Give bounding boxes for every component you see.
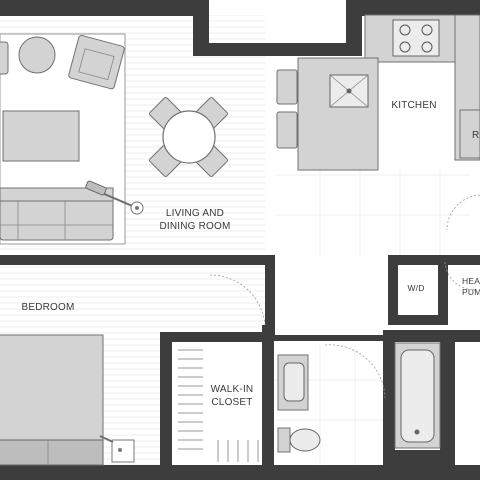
nightstand xyxy=(99,435,135,463)
closet-label: CLOSET xyxy=(211,397,252,408)
closet-label: WALK-IN xyxy=(211,384,254,395)
bathroom-fixtures xyxy=(277,342,441,453)
floor-lamp xyxy=(85,180,144,215)
living-room-label: LIVING AND xyxy=(166,208,224,219)
armchair xyxy=(68,34,125,90)
kitchen-island xyxy=(297,57,379,171)
kitchen-edge-label: R xyxy=(472,130,479,141)
closet-hangers xyxy=(178,349,259,462)
washer-dryer-label: W/D xyxy=(407,283,424,293)
kitchen-label: KITCHEN xyxy=(391,100,436,111)
bedroom-furniture xyxy=(0,334,135,466)
dining-set xyxy=(149,97,228,177)
bathtub xyxy=(394,342,441,449)
sofa xyxy=(0,187,114,241)
kitchen-fixtures: R xyxy=(276,14,480,231)
bedroom-label: BEDROOM xyxy=(21,302,74,313)
stove xyxy=(392,19,440,57)
vanity-sink xyxy=(277,354,309,411)
living-room-label: DINING ROOM xyxy=(159,221,230,232)
heat-pump-label: HEA xyxy=(462,276,480,286)
door-swings xyxy=(209,261,476,399)
side-table xyxy=(18,36,56,74)
armchair-left xyxy=(0,41,9,75)
heat-pump-label: PUM xyxy=(462,287,480,297)
dining-table xyxy=(162,110,216,164)
bar-stool xyxy=(276,69,298,105)
bed xyxy=(0,334,104,466)
tile-grid xyxy=(275,170,470,465)
toilet xyxy=(277,427,321,453)
entry-door-swing xyxy=(446,194,480,231)
coffee-table xyxy=(2,110,80,162)
living-room-furniture xyxy=(0,33,144,245)
bar-stool xyxy=(276,111,298,149)
refrigerator xyxy=(459,109,480,159)
